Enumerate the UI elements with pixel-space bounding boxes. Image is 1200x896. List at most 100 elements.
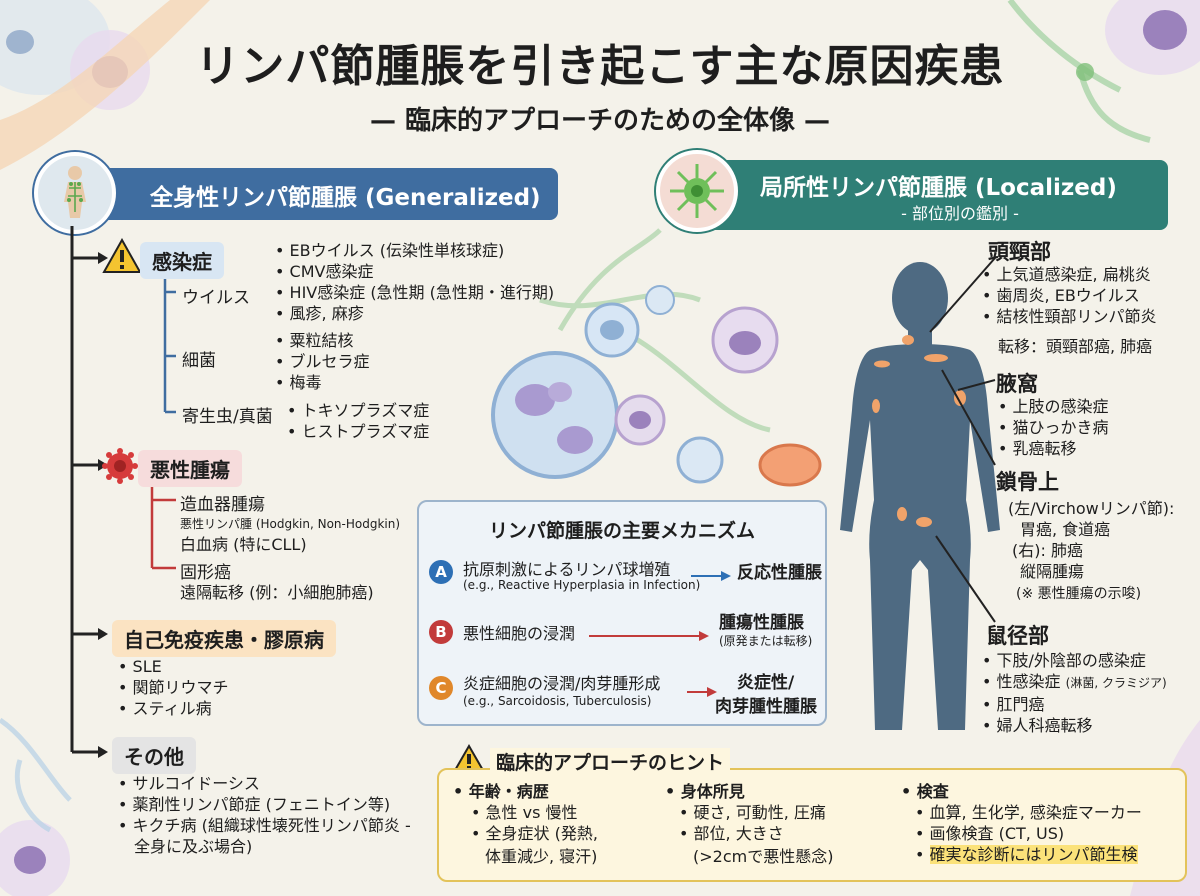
hint-col1-list: 急性 vs 慢性 全身症状 (発熱, [471, 802, 598, 844]
virus-label: ウイルス [182, 288, 250, 308]
list-item: 風疹, 麻疹 [275, 303, 554, 324]
virus-list: EBウイルス (伝染性単核球症) CMV感染症 HIV感染症 (急性期 (急性期… [275, 240, 555, 324]
list-item: CMV感染症 [275, 261, 554, 282]
list-item: 画像検査 (CT, US) [915, 823, 1142, 844]
list-item: 乳癌転移 [998, 438, 1109, 459]
hint-col3-text: 検査 [916, 782, 949, 801]
mechanism-c-result-sub: 肉芽腫性腫脹 [715, 697, 817, 717]
list-item: 性感染症 (淋菌, クラミジア) [982, 671, 1167, 694]
list-item: 薬剤性リンパ節症 (フェニトイン等) [118, 794, 411, 815]
supraclavicular-line3: (右): 肺癌 [1012, 541, 1083, 560]
supraclavicular-line1: (左/Virchowリンパ節): [1008, 499, 1175, 518]
list-item: 硬さ, 可動性, 圧痛 [679, 802, 826, 823]
list-item: 肛門癌 [982, 694, 1167, 715]
list-item: 上肢の感染症 [998, 396, 1109, 417]
head-neck-metastasis: 転移：頭頸部癌, 肺癌 [998, 337, 1153, 356]
kikuchi-continuation: 全身に及ぶ場合) [134, 837, 253, 856]
list-item: ブルセラ症 [275, 351, 370, 372]
list-item: 急性 vs 慢性 [471, 802, 598, 823]
list-item: 下肢/外陰部の感染症 [982, 650, 1167, 671]
list-item: 結核性頸部リンパ節炎 [982, 306, 1157, 327]
inguinal-label: 鼠径部 [986, 624, 1049, 648]
mechanism-b-badge: B [429, 620, 453, 644]
list-item: 関節リウマチ [118, 677, 229, 698]
localized-banner-label: 局所性リンパ節腫脹 (Localized) [760, 175, 1117, 201]
hint-col2-label: • 身体所見 [665, 782, 745, 801]
page-subtitle: — 臨床的アプローチのための全体像 — [369, 106, 831, 136]
localized-banner-sub: - 部位別の鑑別 - [901, 204, 1019, 223]
axilla-label: 腋窩 [996, 372, 1038, 396]
mechanism-b-result-sub: (原発または転移) [719, 634, 813, 648]
supraclavicular-line5: (※ 悪性腫瘍の示唆) [1016, 586, 1142, 602]
mechanism-a-badge: A [429, 560, 453, 584]
heme-tumor-label: 造血器腫瘍 [180, 495, 265, 515]
warning-icon [102, 237, 142, 274]
list-item: 部位, 大きさ [679, 823, 826, 844]
sti-text: 性感染症 [996, 672, 1061, 691]
localized-banner: 局所性リンパ節腫脹 (Localized) - 部位別の鑑別 - [700, 160, 1168, 230]
head-neck-label: 頭頸部 [988, 240, 1051, 264]
mechanism-c-sub: (e.g., Sarcoidosis, Tuberculosis) [463, 694, 652, 708]
hint-col2-list: 硬さ, 可動性, 圧痛 部位, 大きさ [679, 802, 826, 844]
list-item: 全身症状 (発熱, [471, 823, 598, 844]
mechanism-c-text: 炎症細胞の浸潤/肉芽腫形成 [463, 674, 661, 693]
malignancy-label: 悪性腫瘍 [138, 450, 242, 487]
list-item: 粟粒結核 [275, 330, 370, 351]
hint-col3-list: 血算, 生化学, 感染症マーカー 画像検査 (CT, US) 確実な診断にはリン… [915, 802, 1142, 865]
hint-title: 臨床的アプローチのヒント [490, 748, 731, 775]
list-item: SLE [118, 656, 229, 677]
sti-note: (淋菌, クラミジア) [1065, 676, 1167, 690]
other-label: その他 [112, 737, 196, 774]
list-item: スティル病 [118, 698, 229, 719]
hint-col1-text: 年齢・病歴 [468, 782, 549, 801]
list-item: 歯周炎, EBウイルス [982, 285, 1157, 306]
list-item: 梅毒 [275, 372, 370, 393]
bacteria-label: 細菌 [182, 351, 216, 371]
body-figure-icon [34, 152, 116, 234]
other-list: サルコイドーシス 薬剤性リンパ節症 (フェニトイン等) キクチ病 (組織球性壊死… [118, 773, 411, 836]
generalized-banner: 全身性リンパ節腫脹 (Generalized) [80, 168, 558, 220]
generalized-tree-lines [70, 226, 176, 758]
lymph-node-icon [656, 150, 738, 232]
supraclavicular-line2: 胃癌, 食道癌 [1020, 520, 1111, 539]
mechanism-c-result: 炎症性/ [737, 673, 795, 693]
list-item: 上気道感染症, 扁桃炎 [982, 264, 1157, 285]
mechanism-a-result: 反応性腫脹 [737, 563, 822, 583]
list-item: キクチ病 (組織球性壊死性リンパ節炎 - [118, 815, 411, 836]
biopsy-highlight: 確実な診断にはリンパ節生検 [929, 845, 1138, 864]
head-neck-list: 上気道感染症, 扁桃炎 歯周炎, EBウイルス 結核性頸部リンパ節炎 [982, 264, 1157, 327]
parasite-label: 寄生虫/真菌 [182, 407, 273, 427]
solid-tumor-label: 固形癌 [180, 563, 231, 583]
supraclavicular-line4: 縦隔腫瘍 [1020, 562, 1085, 581]
mechanism-a-sub: (e.g., Reactive Hyperplasia in Infection… [463, 578, 701, 592]
mechanism-c-arrow [687, 682, 717, 697]
mechanism-c-badge: C [429, 676, 453, 700]
list-item: ヒストプラズマ症 [287, 421, 430, 442]
mechanism-b-text: 悪性細胞の浸潤 [463, 624, 576, 643]
mechanism-title: リンパ節腫脹の主要メカニズム [488, 520, 755, 542]
body-silhouette [840, 262, 1000, 730]
mechanism-a-arrow [691, 566, 731, 581]
list-item: EBウイルス (伝染性単核球症) [275, 240, 554, 261]
list-item: トキソプラズマ症 [287, 400, 430, 421]
leukemia-text: 白血病 (特にCLL) [180, 535, 307, 554]
list-item: 血算, 生化学, 感染症マーカー [915, 802, 1142, 823]
page-title: リンパ節腫脹を引き起こす主な原因疾患 [195, 41, 1005, 92]
bacteria-list: 粟粒結核 ブルセラ症 梅毒 [275, 330, 370, 393]
autoimmune-list: SLE 関節リウマチ スティル病 [118, 656, 229, 719]
metastasis-text: 遠隔転移 (例：小細胞肺癌) [180, 583, 374, 602]
generalized-banner-label: 全身性リンパ節腫脹 (Generalized) [150, 185, 541, 211]
list-item: HIV感染症 (急性期 (急性期・進行期) [275, 282, 555, 303]
hint-box: • 年齢・病歴 急性 vs 慢性 全身症状 (発熱, 体重減少, 寝汗) • 身… [437, 768, 1187, 882]
infection-label: 感染症 [140, 242, 224, 279]
hint-col1-continuation: 体重減少, 寝汗) [485, 847, 598, 866]
mechanism-b-arrow [589, 626, 709, 641]
list-item: 猫ひっかき病 [998, 417, 1109, 438]
list-item: サルコイドーシス [118, 773, 411, 794]
list-item: 婦人科癌転移 [982, 715, 1167, 736]
mechanism-box: リンパ節腫脹の主要メカニズム A 抗原刺激によるリンパ球増殖 (e.g., Re… [417, 500, 827, 726]
mechanism-a-text: 抗原刺激によるリンパ球増殖 [463, 560, 671, 579]
autoimmune-label: 自己免疫疾患・膠原病 [112, 620, 336, 657]
tumor-cell-icon [102, 448, 138, 484]
